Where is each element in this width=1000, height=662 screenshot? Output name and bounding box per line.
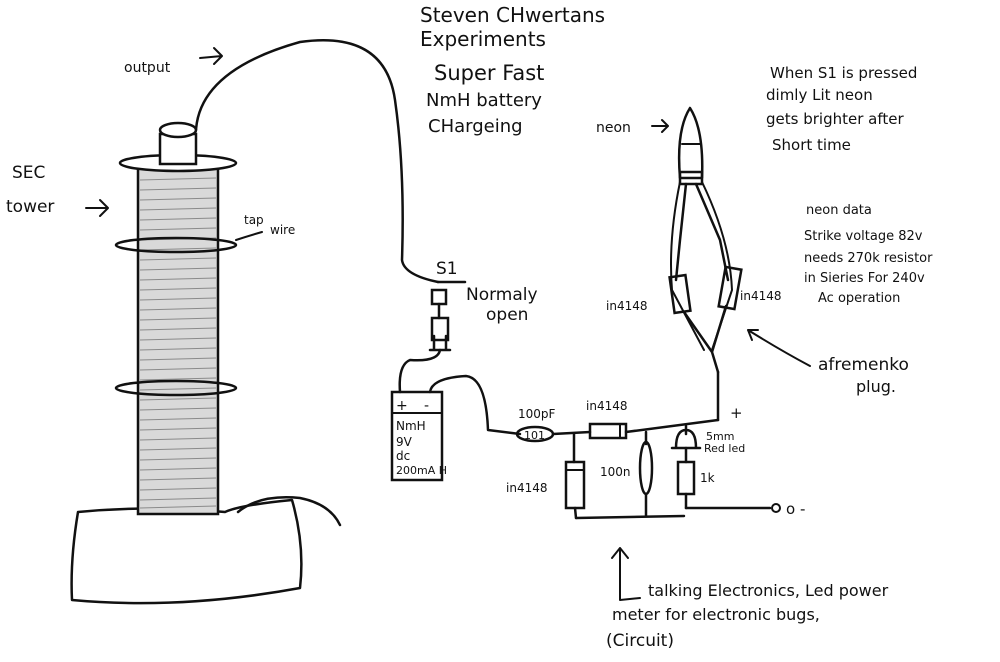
bug-power-meter-circuit [515,370,781,520]
s1-note-line: gets brighter after [766,110,904,128]
open-label: open [486,305,528,325]
resistor-label: 1k [700,471,715,485]
output-label: output [124,60,171,76]
neon-data-note: neon data Strike voltage 82v needs 270k … [804,203,933,306]
output-wire [194,39,440,284]
battery-9v [390,374,522,482]
neon-data-line: Ac operation [818,291,900,306]
circuit-note-line: meter for electronic bugs, [612,605,820,624]
circuit-note-line: talking Electronics, Led power [648,581,889,600]
capacitor-code-label: 101 [524,429,545,442]
battery-plus-label: + [396,398,408,414]
led-label-1: 5mm [706,430,734,443]
output-arrow-icon [199,47,223,65]
annotation-arrows [85,47,811,601]
neon-bulb [677,106,704,180]
plug-label-2: plug. [856,377,896,396]
tower-top-knob [158,121,198,139]
title-line-4: NmH battery [426,90,542,111]
title-line-1: Steven CHwertans [420,3,605,27]
tower-label: tower [6,197,54,217]
neon-arrow-icon [651,119,669,133]
circuit-note-line: (Circuit) [606,631,674,651]
tap-label: tap [244,213,264,227]
neon-diode-left-label: in4148 [606,299,647,313]
title-line-2: Experiments [420,27,546,51]
title-line-3: Super Fast [434,61,544,85]
circuit-note: talking Electronics, Led power meter for… [606,581,889,651]
plus-terminal-label: + [730,404,743,422]
inductor-label: 100n [600,465,631,479]
title-block: Steven CHwertans Experiments Super Fast … [420,3,605,137]
neon-diode-left [668,273,692,315]
tower-arrow-icon [85,199,109,217]
neon-plug [668,106,743,374]
sec-label: SEC [12,163,45,183]
s1-note: When S1 is pressed dimly Lit neon gets b… [766,64,917,154]
battery-minus-label: - [424,398,429,414]
diode-shunt-label: in4148 [506,481,547,495]
minus-terminal-dot [771,503,781,513]
wire-label: wire [270,223,295,237]
tap-wire [235,231,263,241]
ground-wire [236,496,342,527]
plug-arrow-icon [747,329,811,367]
title-line-5: CHargeing [428,116,523,137]
sec-tower [70,121,303,605]
s1-note-line: When S1 is pressed [770,64,917,82]
neon-label: neon [596,120,631,136]
battery-capacity-label: 200mA H [396,464,447,477]
normaly-label: Normaly [466,285,538,305]
coil-body [136,166,220,516]
diode-shunt [564,460,586,510]
neon-data-line: neon data [806,203,872,218]
s1-note-line: dimly Lit neon [766,86,873,104]
inductor-100n [638,440,654,496]
coil-ring-middle [114,236,238,254]
plug-label-1: afremenko [818,355,909,375]
battery-voltage-label: 9V [396,435,413,449]
circuit-arrow-icon [611,547,641,601]
neon-data-line: in Sieries For 240v [804,271,925,286]
s1-label: S1 [436,259,458,279]
diode-series-label: in4148 [586,399,627,413]
tower-top-cap [158,132,198,166]
led-label-2: Red led [704,442,745,455]
coil-ring-bottom [114,379,238,397]
tower-base [70,498,303,605]
battery-dc-label: dc [396,449,410,463]
coil-windings [139,177,217,509]
switch-s1 [398,280,467,394]
capacitor-value-label: 100pF [518,407,556,421]
neon-diode-right-label: in4148 [740,289,781,303]
neon-data-line: needs 270k resistor [804,251,933,266]
battery-type-label: NmH [396,419,426,433]
neon-data-line: Strike voltage 82v [804,229,923,244]
s1-note-line: Short time [772,136,851,154]
minus-terminal-label: o - [786,500,805,518]
resistor-1k [676,460,696,496]
